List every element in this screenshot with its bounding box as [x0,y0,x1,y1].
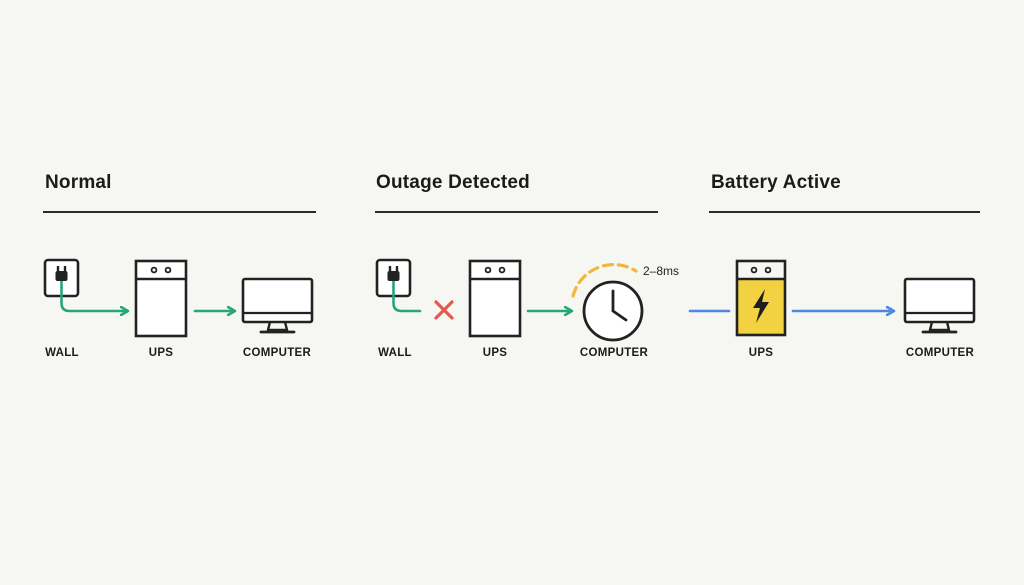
monitor-icon [903,277,976,334]
ups-battery-icon [735,259,787,337]
panel-title-battery: Battery Active [711,172,841,193]
lightning-bolt-icon [753,289,769,323]
panel-divider-battery [709,211,980,213]
clock-icon [582,280,644,342]
panel-divider-outage [375,211,658,213]
panel-divider-normal [43,211,316,213]
delay-label: 2–8ms [643,264,680,278]
ups-icon [134,259,188,338]
computer-label: COMPUTER [905,347,975,359]
computer-label: COMPUTER [242,347,312,359]
ups-label: UPS [748,347,774,359]
ups-label: UPS [148,347,174,359]
panel-title-normal: Normal [45,172,112,193]
x-mark-icon [434,300,454,320]
panel-title-outage: Outage Detected [376,172,530,193]
wall-broken-line [392,286,422,313]
wall-label: WALL [378,347,412,359]
ups-label: UPS [482,347,508,359]
wall-label: WALL [45,347,79,359]
wall-to-ups-arrow [60,286,128,311]
monitor-icon [241,277,314,334]
delay-arc [571,263,638,298]
computer-label: COMPUTER [579,347,649,359]
ups-icon [468,259,522,338]
